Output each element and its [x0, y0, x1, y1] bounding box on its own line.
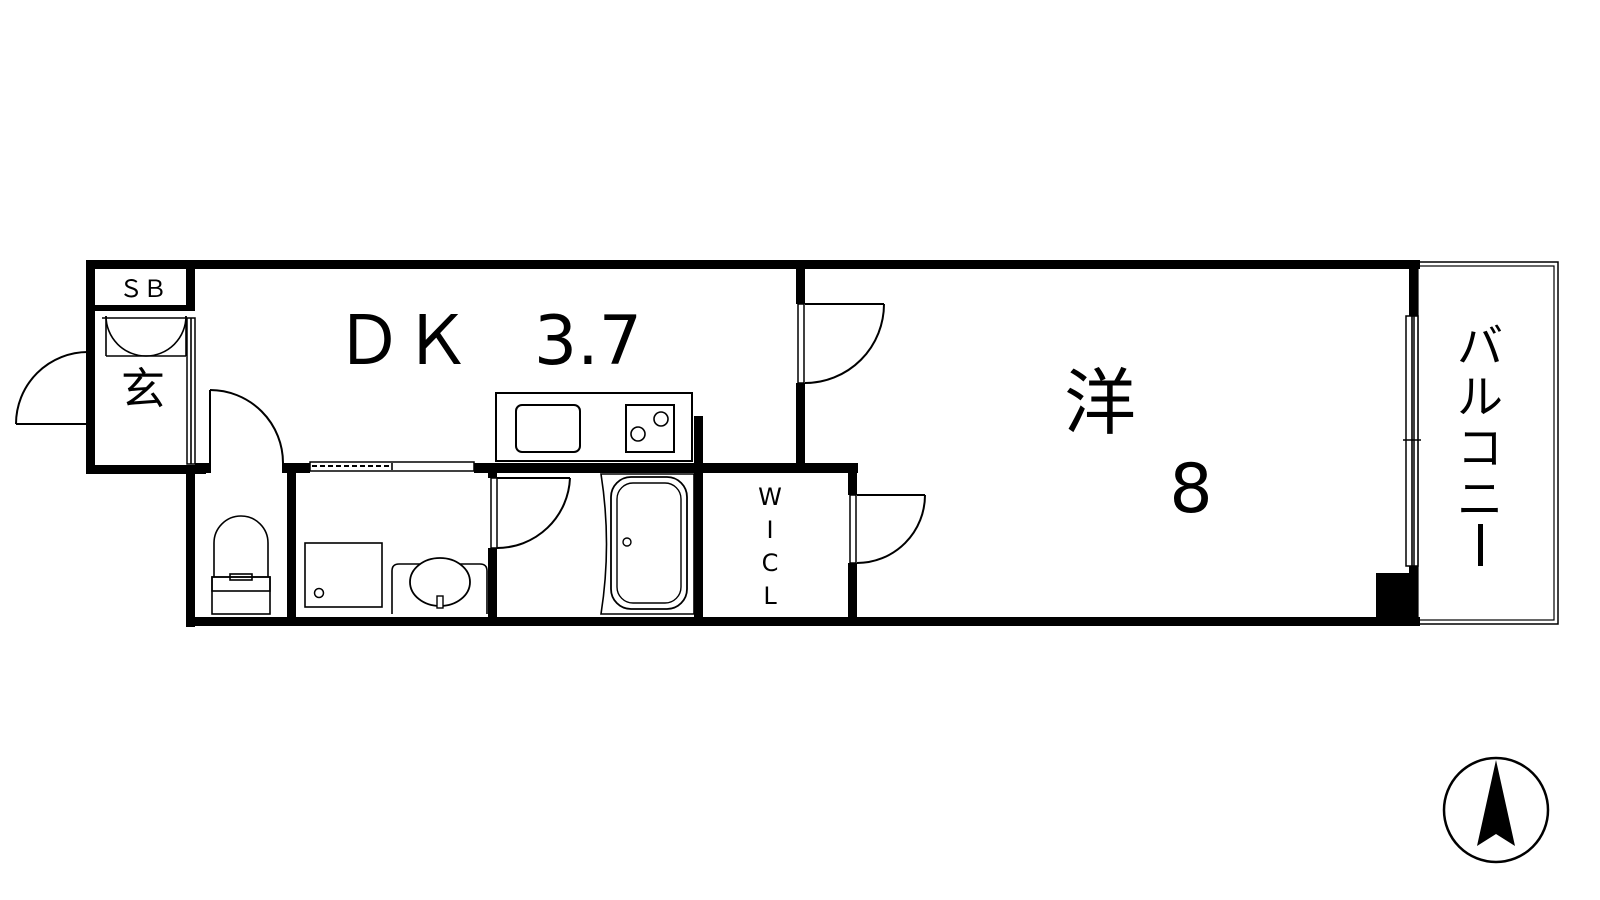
balcony-label-char: コ — [1457, 421, 1503, 475]
toilet — [211, 515, 271, 615]
wic-door[interactable] — [849, 494, 926, 564]
bath-door[interactable] — [490, 477, 571, 550]
windows — [88, 315, 1421, 567]
shoe-box-doors[interactable] — [102, 315, 187, 357]
balcony-label-char: バ — [1457, 319, 1503, 373]
western-room-door[interactable] — [797, 303, 885, 384]
wic-label-char: I — [766, 516, 773, 544]
dk-label: ＤＫ — [335, 302, 471, 381]
dk-size-label: 3.7 — [534, 302, 642, 381]
bathtub — [600, 473, 695, 615]
balcony-label-char: ル — [1457, 370, 1503, 424]
balcony-label-char: ニ — [1457, 472, 1503, 526]
western-room-size-label: 8 — [1169, 450, 1212, 529]
western-room-label: 洋 — [1064, 361, 1136, 445]
toilet-door[interactable] — [209, 389, 284, 464]
balcony-label: バ ル コ ニ — [1457, 319, 1503, 566]
interior-walls — [95, 269, 858, 622]
north-arrow-icon — [1442, 756, 1550, 864]
outer-walls — [86, 260, 1420, 627]
entrance-door[interactable] — [15, 351, 89, 425]
wic-label-char: C — [762, 549, 779, 577]
balcony-label-char — [1478, 524, 1483, 566]
washbasin — [391, 557, 488, 614]
kitchen-counter — [495, 392, 693, 462]
wic-label-char: L — [763, 582, 777, 610]
room-labels: ＳＢ 玄 ＤＫ 3.7 洋 8 W I C L バ ル コ ニ — [119, 275, 1503, 610]
shoe-box-label: ＳＢ — [119, 275, 167, 303]
washing-machine-pan — [304, 542, 383, 608]
doors — [15, 303, 926, 564]
entrance-label: 玄 — [121, 364, 165, 415]
balcony-outline — [1413, 261, 1559, 625]
wic-label: W I C L — [758, 483, 782, 610]
wic-label-char: W — [758, 483, 782, 511]
